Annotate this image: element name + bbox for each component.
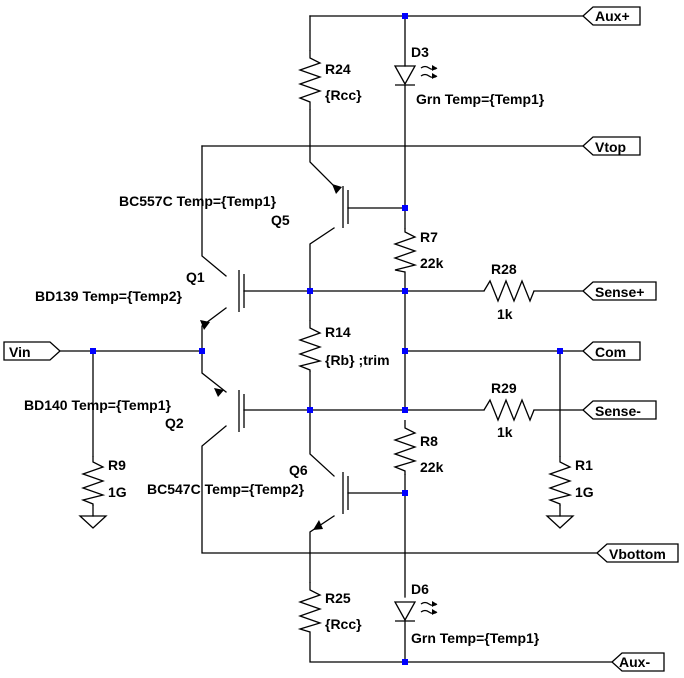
- label-R1-ref: R1: [575, 457, 593, 473]
- label-R1-value: 1G: [575, 484, 594, 500]
- label-R25-ref: R25: [325, 590, 351, 606]
- label-R28-value: 1k: [497, 306, 513, 322]
- resistor-R28: [483, 279, 535, 303]
- port-aux-plus: Aux+: [582, 6, 641, 26]
- port-vin: Vin: [3, 341, 61, 361]
- label-D3-ref: D3: [411, 44, 429, 60]
- label-Q5-model: BC557C Temp={Temp1}: [119, 193, 277, 209]
- port-aux-minus: Aux-: [611, 652, 665, 672]
- resistor-R9: [80, 456, 106, 506]
- label-R8-value: 22k: [420, 459, 444, 475]
- port-com: Com: [582, 341, 641, 361]
- port-sense-minus: Sense-: [582, 400, 657, 420]
- label-Q6-model: BC547C Temp={Temp2}: [147, 481, 305, 497]
- led-D3: [393, 65, 438, 86]
- label-R14-value: {Rb} ;trim: [325, 352, 390, 368]
- resistor-R24: [298, 50, 322, 110]
- port-sense-plus: Sense+: [582, 281, 657, 301]
- label-R28-ref: R28: [491, 261, 517, 277]
- label-R7-value: 22k: [420, 255, 444, 271]
- ground-icon: [78, 515, 108, 529]
- label-R9-value: 1G: [108, 484, 127, 500]
- junction-dots: [90, 13, 563, 665]
- label-R7-ref: R7: [420, 229, 438, 245]
- label-R25-value: {Rcc}: [325, 616, 362, 632]
- svg-text:Aux+: Aux+: [595, 8, 630, 24]
- label-R24-ref: R24: [325, 61, 351, 77]
- svg-text:Vbottom: Vbottom: [609, 546, 666, 562]
- resistor-R7: [393, 228, 418, 273]
- resistor-R1: [547, 456, 573, 506]
- component-labels: R24 {Rcc} D3 Grn Temp={Temp1} BC557C Tem…: [24, 44, 594, 646]
- wires: [59, 15, 613, 663]
- resistor-R8: [393, 420, 418, 475]
- svg-text:Sense-: Sense-: [595, 403, 641, 419]
- ground-icon: [545, 515, 575, 529]
- transistor-Q2: [214, 388, 245, 432]
- transistor-Q1: [200, 270, 245, 330]
- transistor-Q6: [313, 472, 349, 530]
- label-R9-ref: R9: [108, 457, 126, 473]
- port-vbottom: Vbottom: [596, 543, 679, 563]
- led-D6: [393, 601, 438, 622]
- label-Q6-ref: Q6: [289, 462, 308, 478]
- label-Q1-model: BD139 Temp={Temp2}: [35, 288, 182, 304]
- svg-text:Com: Com: [595, 344, 626, 360]
- label-Q2-ref: Q2: [165, 415, 184, 431]
- transistor-Q5: [332, 184, 349, 228]
- resistor-R14: [297, 320, 323, 372]
- label-R8-ref: R8: [420, 433, 438, 449]
- label-D6-ref: D6: [411, 581, 429, 597]
- label-Q5-ref: Q5: [271, 212, 290, 228]
- svg-text:Sense+: Sense+: [595, 284, 644, 300]
- label-R29-ref: R29: [491, 380, 517, 396]
- label-R14-ref: R14: [325, 324, 351, 340]
- resistor-R25: [297, 582, 323, 633]
- label-R29-value: 1k: [497, 424, 513, 440]
- label-Q1-ref: Q1: [186, 269, 205, 285]
- label-R24-value: {Rcc}: [325, 87, 362, 103]
- label-D6-value: Grn Temp={Temp1}: [411, 630, 540, 646]
- label-Q2-model: BD140 Temp={Temp1}: [24, 397, 171, 413]
- svg-text:Vin: Vin: [9, 344, 31, 360]
- resistor-R29: [483, 398, 535, 422]
- port-vtop: Vtop: [582, 136, 641, 156]
- label-D3-value: Grn Temp={Temp1}: [416, 91, 545, 107]
- svg-text:Vtop: Vtop: [595, 139, 626, 155]
- svg-text:Aux-: Aux-: [619, 654, 650, 670]
